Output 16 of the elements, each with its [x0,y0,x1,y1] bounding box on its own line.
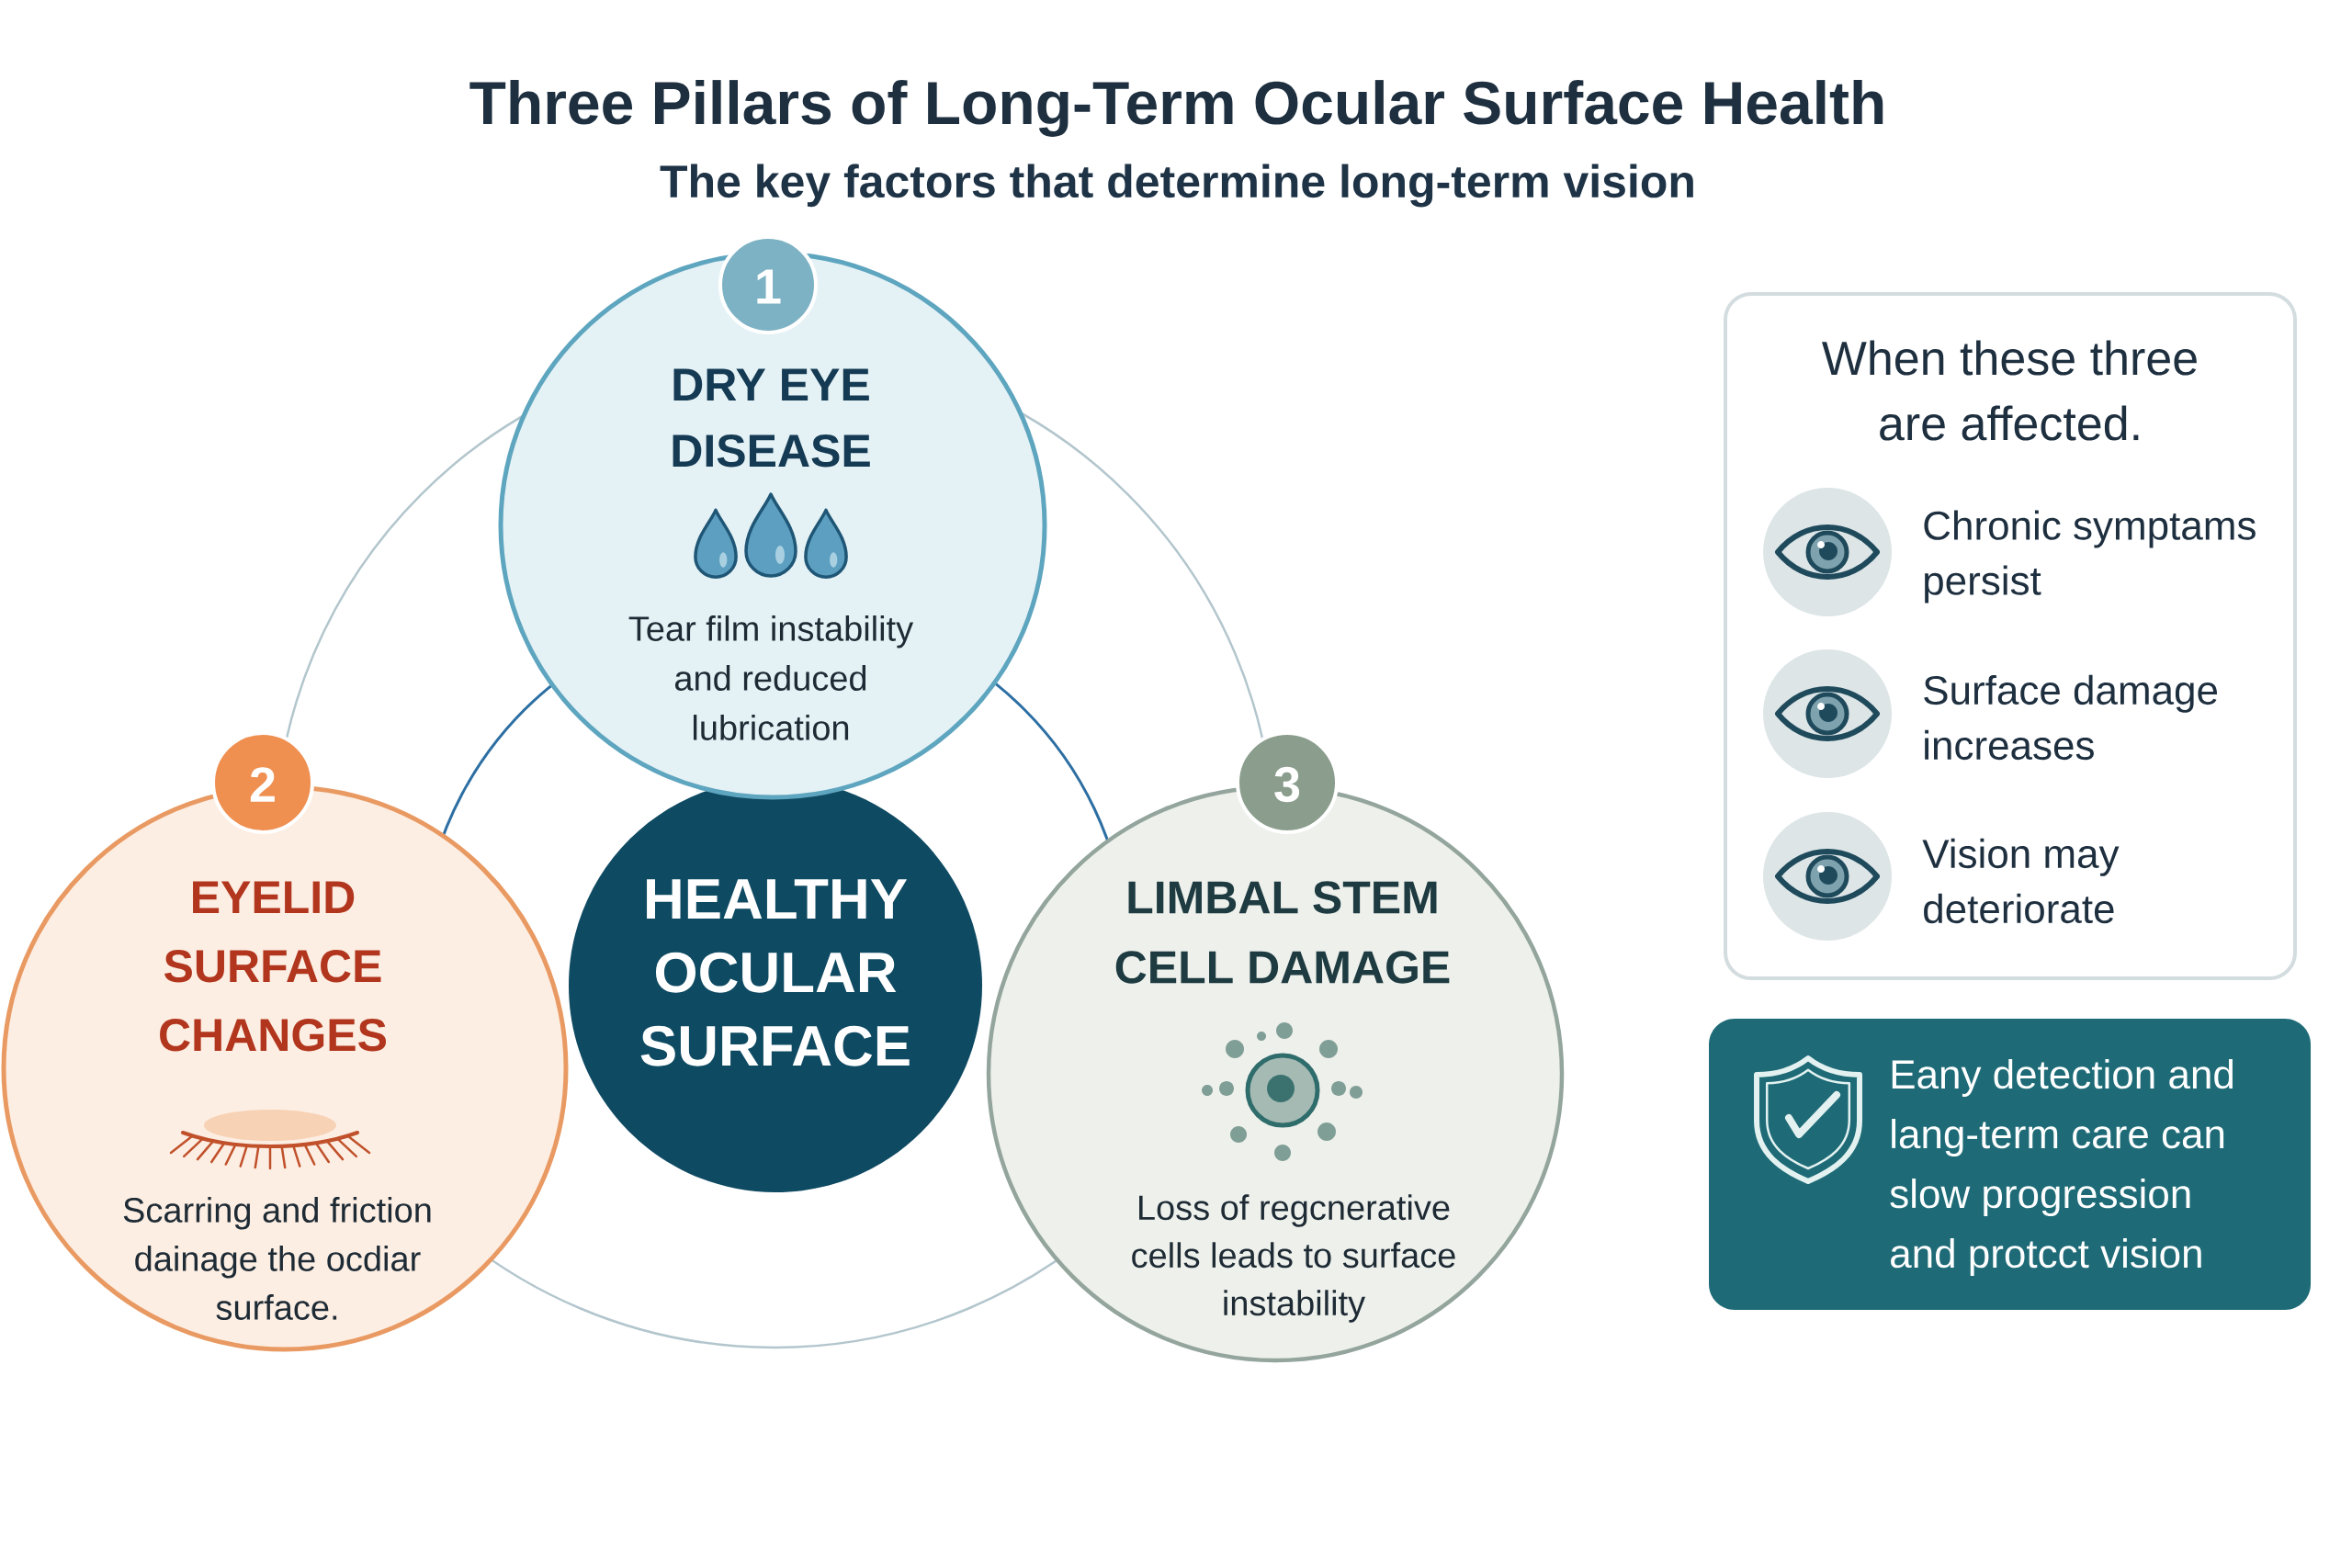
number-badge: 2 [211,731,314,834]
panel-heading: When these three are affected. [1822,340,2197,441]
list-item: Surface damage increases [1924,674,2218,761]
pillar-heading: DRY EYE DISEASE [673,368,870,468]
callout-box: Eany detection and lang-term care can slow progression and protcct vision [1709,1019,2311,1310]
pillar-description: Tear film instability and reduced lubrication [628,615,914,740]
subtitle: The key factors that determine long-term vision [660,164,1693,208]
number-badge: 3 [1236,731,1339,834]
list-item: Chronic symptams persist [1924,510,2256,604]
pillar-description: Scarring and friction dainage the ocdiar surface. [123,1197,431,1320]
pillar-description: Loss of regcnerative cells leads to surface instability [1132,1194,1455,1323]
number-badge: 1 [718,235,818,334]
pillar-heading: EYELID SURFACE CHANGES [160,881,387,1052]
pillar-heading: LIMBAL STEM CELL DAMAGE [1115,881,1450,984]
title: Three Pillars of Long-Term Ocular Surface Health [469,80,1883,137]
list-item: Vision may deteriorate [1922,838,2120,924]
